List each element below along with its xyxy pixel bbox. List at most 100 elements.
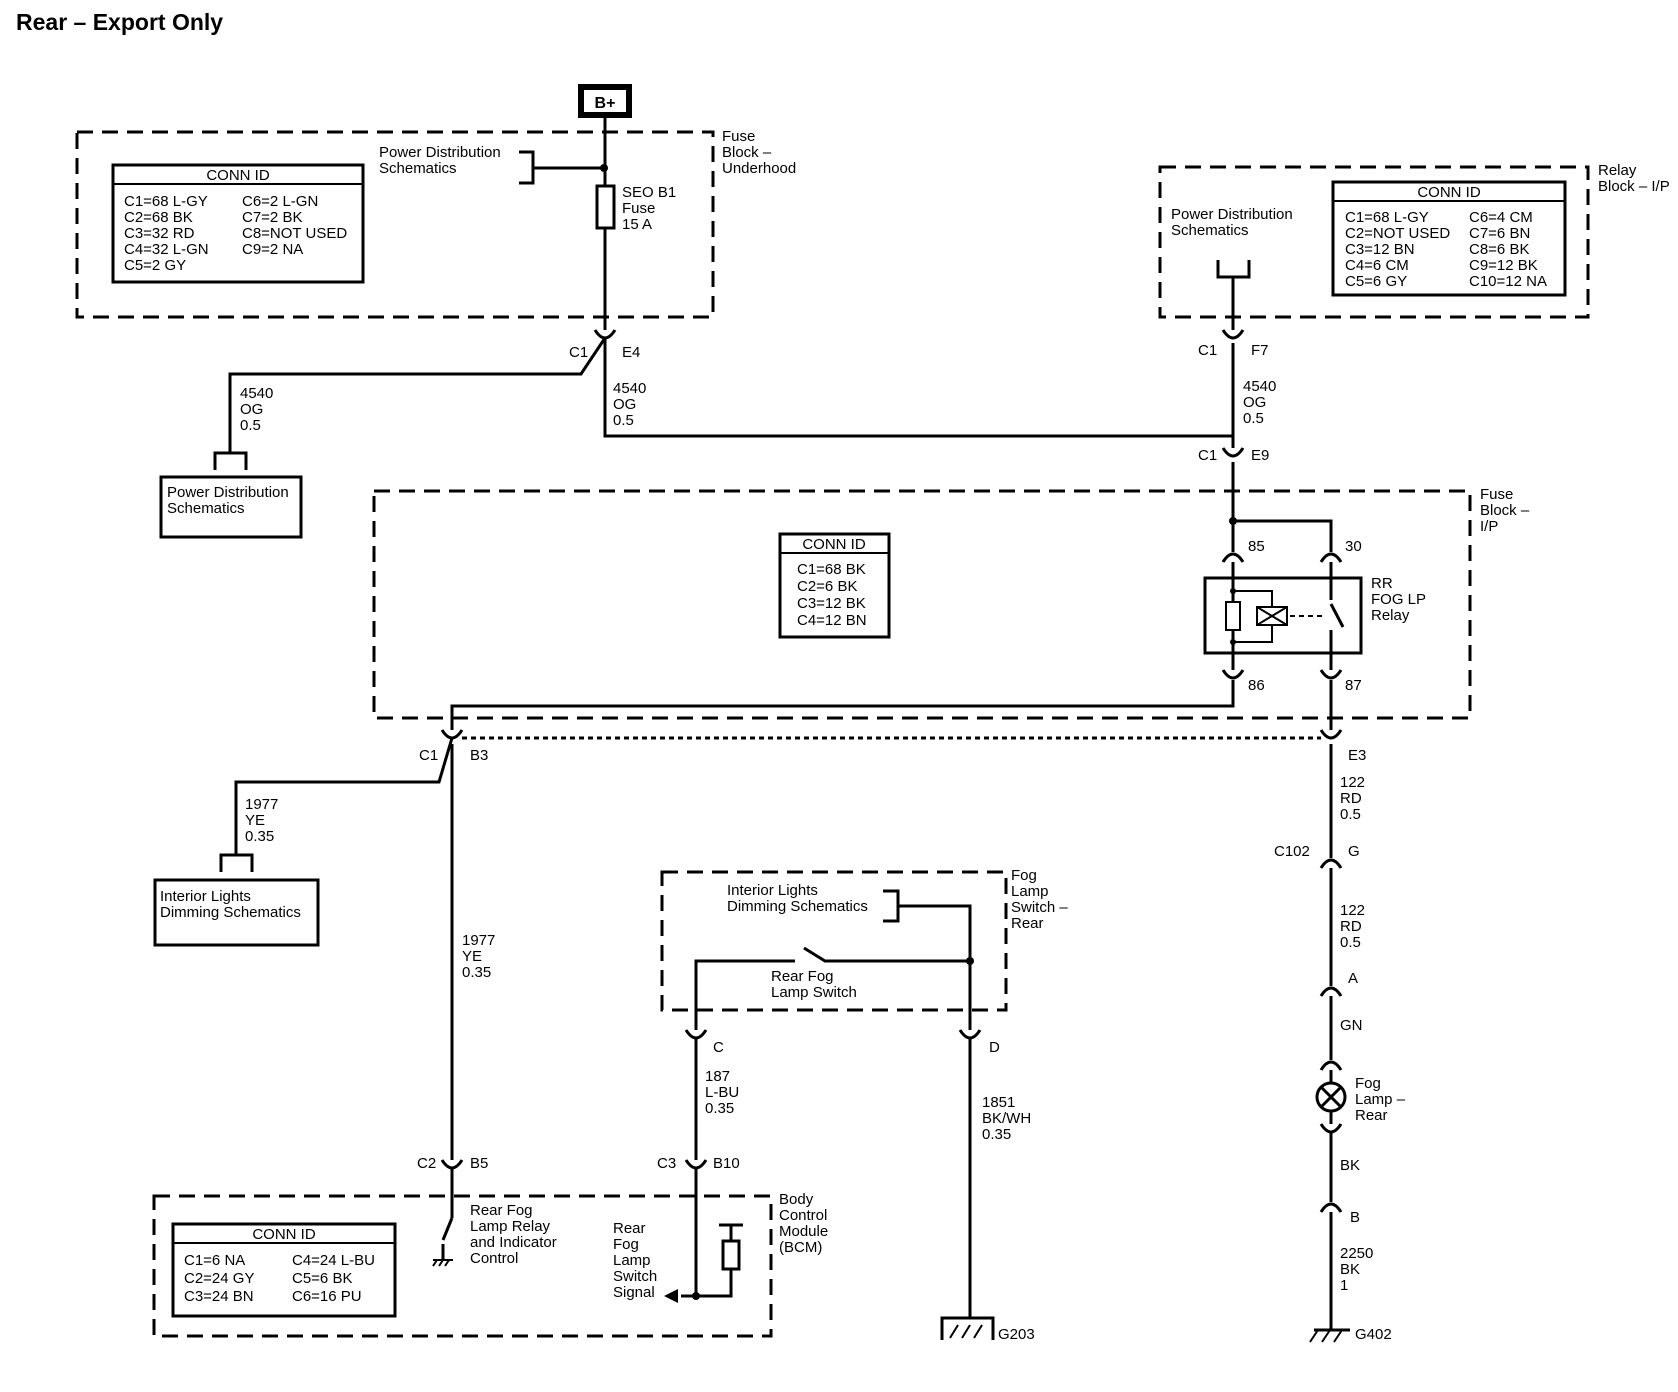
conn-c3-label: C3 <box>657 1155 676 1172</box>
fuse-block-underhood: Fuse Block – Underhood Power Distributio… <box>75 128 796 319</box>
conn-b3-label: B3 <box>470 747 488 764</box>
relay-pin-30 <box>1319 552 1343 563</box>
conn-c1-label: C1 <box>1198 447 1217 464</box>
conn-b10-label: B10 <box>713 1155 740 1172</box>
ild-box-label: Interior Lights Dimming Schematics <box>160 888 301 921</box>
conn-id-col2: C4=24 L-BU C5=6 BK C6=16 PU <box>292 1252 379 1305</box>
conn-id-col2: C6=2 L-GN C7=2 BK C8=NOT USED C9=2 NA <box>242 193 351 258</box>
switch-pin-d <box>958 1029 982 1040</box>
conn-e9-label: E9 <box>1251 447 1269 464</box>
battery-symbol: B+ <box>578 84 632 118</box>
conn-c1-label: C1 <box>1198 342 1217 359</box>
conn-id-col1: C1=6 NA C2=24 GY C3=24 BN <box>184 1252 258 1305</box>
fog-lamp-switch-rear: Fog Lamp Switch – Rear Interior Lights D… <box>660 867 1072 1030</box>
conn-c2-label: C2 <box>417 1155 436 1172</box>
ground-g203-label: G203 <box>998 1326 1035 1343</box>
wire-1977-left: 1977 YE 0.35 <box>245 796 283 845</box>
ild-reference-switch: Interior Lights Dimming Schematics <box>727 882 868 915</box>
relay-control-label: Rear Fog Lamp Relay and Indicator Contro… <box>470 1202 561 1267</box>
connector-c1-e4 <box>593 329 617 340</box>
relay-block-ip: Relay Block – I/P Power Distribution Sch… <box>1158 162 1670 330</box>
wire-bk-label: BK <box>1340 1157 1360 1174</box>
pin-86-label: 86 <box>1248 677 1265 694</box>
conn-id-title: CONN ID <box>802 536 866 553</box>
body-control-module: Body Control Module (BCM) Rear Fog Lamp … <box>152 1168 832 1338</box>
pin-d-label: D <box>989 1039 1000 1056</box>
relay-coil-resistor <box>1225 601 1241 631</box>
relay-pin-87 <box>1319 669 1343 680</box>
conn-id-table-ip <box>778 532 891 639</box>
conn-b5-label: B5 <box>470 1155 488 1172</box>
conn-id-col1: C1=68 L-GY C2=68 BK C3=32 RD C4=32 L-GN … <box>124 193 213 274</box>
conn-g-label: G <box>1348 843 1360 860</box>
conn-id-title: CONN ID <box>1417 184 1481 201</box>
conn-c1-label: C1 <box>419 747 438 764</box>
switch-label: Rear Fog Lamp Switch <box>771 968 857 1001</box>
conn-id-title: CONN ID <box>252 1226 316 1243</box>
fog-switch-label: Fog Lamp Switch – Rear <box>1011 867 1072 932</box>
connector-c1-f7 <box>1221 329 1245 340</box>
fog-lamp-terminal-bottom <box>1319 1123 1343 1134</box>
pin-c-label: C <box>713 1039 724 1056</box>
connector-c1-e9 <box>1221 447 1245 458</box>
pds-reference-underhood: Power Distribution Schematics <box>379 144 505 177</box>
fuse-icon <box>595 184 616 230</box>
input-arrow-icon <box>664 1289 678 1303</box>
bcm-connector-c2-b5 <box>440 1159 464 1170</box>
conn-e4-label: E4 <box>622 344 640 361</box>
page-title: Rear – Export Only <box>16 9 223 35</box>
wire-1977-down: 1977 YE 0.35 <box>462 932 500 981</box>
wire-4540-right: 4540 OG 0.5 <box>1243 378 1281 427</box>
ground-g402-label: G402 <box>1355 1326 1392 1343</box>
pds-box <box>159 475 303 539</box>
wire-2250: 2250 BK 1 <box>1340 1245 1378 1294</box>
conn-id-col1: C1=68 L-GY C2=NOT USED C3=12 BN C4=6 CM … <box>1345 209 1454 290</box>
conn-f7-label: F7 <box>1251 342 1269 359</box>
ground-g203-icon <box>940 1316 995 1340</box>
connector-c1-b3 <box>440 729 464 740</box>
pds-reference-relay-block: Power Distribution Schematics <box>1171 206 1297 239</box>
bcm-label: Body Control Module (BCM) <box>779 1191 832 1256</box>
pullup-resistor-icon <box>721 1239 741 1271</box>
battery-label: B+ <box>595 95 616 112</box>
switch-signal-label: Rear Fog Lamp Switch Signal <box>613 1220 661 1301</box>
wire-122-b: 122 RD 0.5 <box>1340 902 1369 951</box>
wire-187: 187 L-BU 0.35 <box>705 1068 743 1117</box>
fuse-label: SEO B1 Fuse 15 A <box>622 184 680 233</box>
conn-a-label: A <box>1348 970 1358 987</box>
conn-id-rows: C1=68 BK C2=6 BK C3=12 BK C4=12 BN <box>797 561 870 629</box>
connector-a <box>1319 986 1343 997</box>
fog-lamp-terminal-top <box>1319 1060 1343 1071</box>
conn-id-col2: C6=4 CM C7=6 BN C8=6 BK C9=12 BK C10=12 … <box>1469 209 1547 290</box>
connector-b <box>1319 1202 1343 1213</box>
relay-control-switch <box>441 1217 454 1241</box>
conn-c102-label: C102 <box>1274 843 1310 860</box>
wire-122-a: 122 RD 0.5 <box>1340 774 1369 823</box>
ground-g402-icon <box>1309 1328 1350 1343</box>
wire-gn-label: GN <box>1340 1017 1363 1034</box>
fuse-block-ip: Fuse Block – I/P CONN ID C1=68 BK C2=6 B… <box>372 486 1533 720</box>
fuse-block-ip-label: Fuse Block – I/P <box>1480 486 1533 535</box>
fog-lamp-rear-label: Fog Lamp – Rear <box>1355 1075 1409 1124</box>
connector-e3 <box>1319 729 1343 740</box>
rear-fog-lamp-switch-contact <box>803 946 970 963</box>
fuse-block-underhood-label: Fuse Block – Underhood <box>722 128 796 177</box>
wire-1851: 1851 BK/WH 0.35 <box>982 1094 1035 1143</box>
relay-label: RR FOG LP Relay <box>1371 575 1430 624</box>
conn-id-title: CONN ID <box>206 167 270 184</box>
conn-e3-label: E3 <box>1348 747 1366 764</box>
relay-block-label: Relay Block – I/P <box>1598 162 1670 195</box>
relay-pin-86 <box>1221 669 1245 680</box>
interior-lights-dimming-box <box>153 878 320 947</box>
pds-box-label: Power Distribution Schematics <box>167 484 293 517</box>
conn-id-table-bcm <box>171 1222 397 1318</box>
chassis-ground-icon <box>432 1259 453 1267</box>
wire-4540-mid: 4540 OG 0.5 <box>613 380 651 429</box>
pin-85-label: 85 <box>1248 538 1265 555</box>
switch-pin-c <box>684 1029 708 1040</box>
relay-pin-85 <box>1221 552 1245 563</box>
pin-87-label: 87 <box>1345 677 1362 694</box>
pin-30-label: 30 <box>1345 538 1362 555</box>
conn-c1-label: C1 <box>569 344 588 361</box>
